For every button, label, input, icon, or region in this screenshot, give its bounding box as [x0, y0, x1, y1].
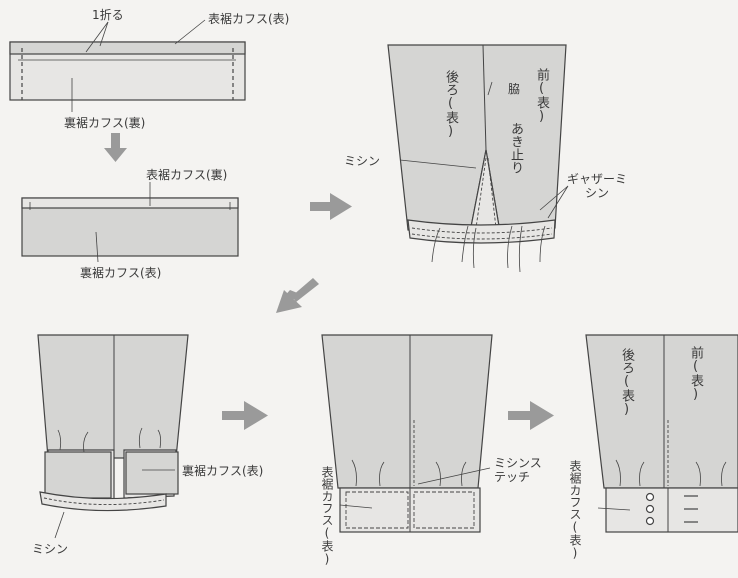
arrow-right-1 [310, 193, 352, 220]
arrow-down-1 [104, 133, 127, 162]
front-label-step3: 前(表) [534, 68, 549, 124]
outer-cuff-front-label-step6: 表裾カフス(表) [568, 460, 582, 560]
arrow-diagonal [276, 278, 319, 313]
step4-trouser [37, 334, 189, 539]
step3-trouser [387, 44, 569, 273]
inner-cuff-front-label: 裏裾カフス(表) [80, 266, 162, 280]
fold-label: 1折る [92, 8, 124, 22]
arrow-right-2 [222, 401, 268, 430]
back-label-step6: 後ろ(表) [619, 348, 634, 417]
outer-cuff-back-label: 表裾カフス(裏) [146, 168, 228, 182]
step6-trouser [585, 334, 738, 533]
step2-cuff [21, 182, 239, 263]
stitch-label: ミシンステッチ [494, 456, 542, 484]
sewing-machine-label-step4: ミシン [32, 542, 69, 556]
step1-folded-cuff [9, 19, 246, 112]
outer-cuff-front-label: 表裾カフス(表) [208, 12, 290, 26]
step5-trouser [321, 334, 493, 533]
outer-cuff-front-label-step5: 表裾カフス(表) [320, 466, 334, 566]
inner-cuff-front-label-step4: 裏裾カフス(表) [182, 464, 264, 478]
back-label-step3: 後ろ(表) [443, 70, 458, 139]
opening-end-label: あき止り [508, 122, 523, 174]
arrow-right-3 [508, 401, 554, 430]
inner-cuff-back-label: 裏裾カフス(裏) [64, 116, 146, 130]
sewing-machine-label-step3: ミシン [344, 154, 381, 168]
front-label-step6: 前(表) [688, 346, 703, 402]
side-label: 脇 [508, 82, 521, 96]
gather-machine-label: ギャザーミシン [566, 172, 627, 200]
